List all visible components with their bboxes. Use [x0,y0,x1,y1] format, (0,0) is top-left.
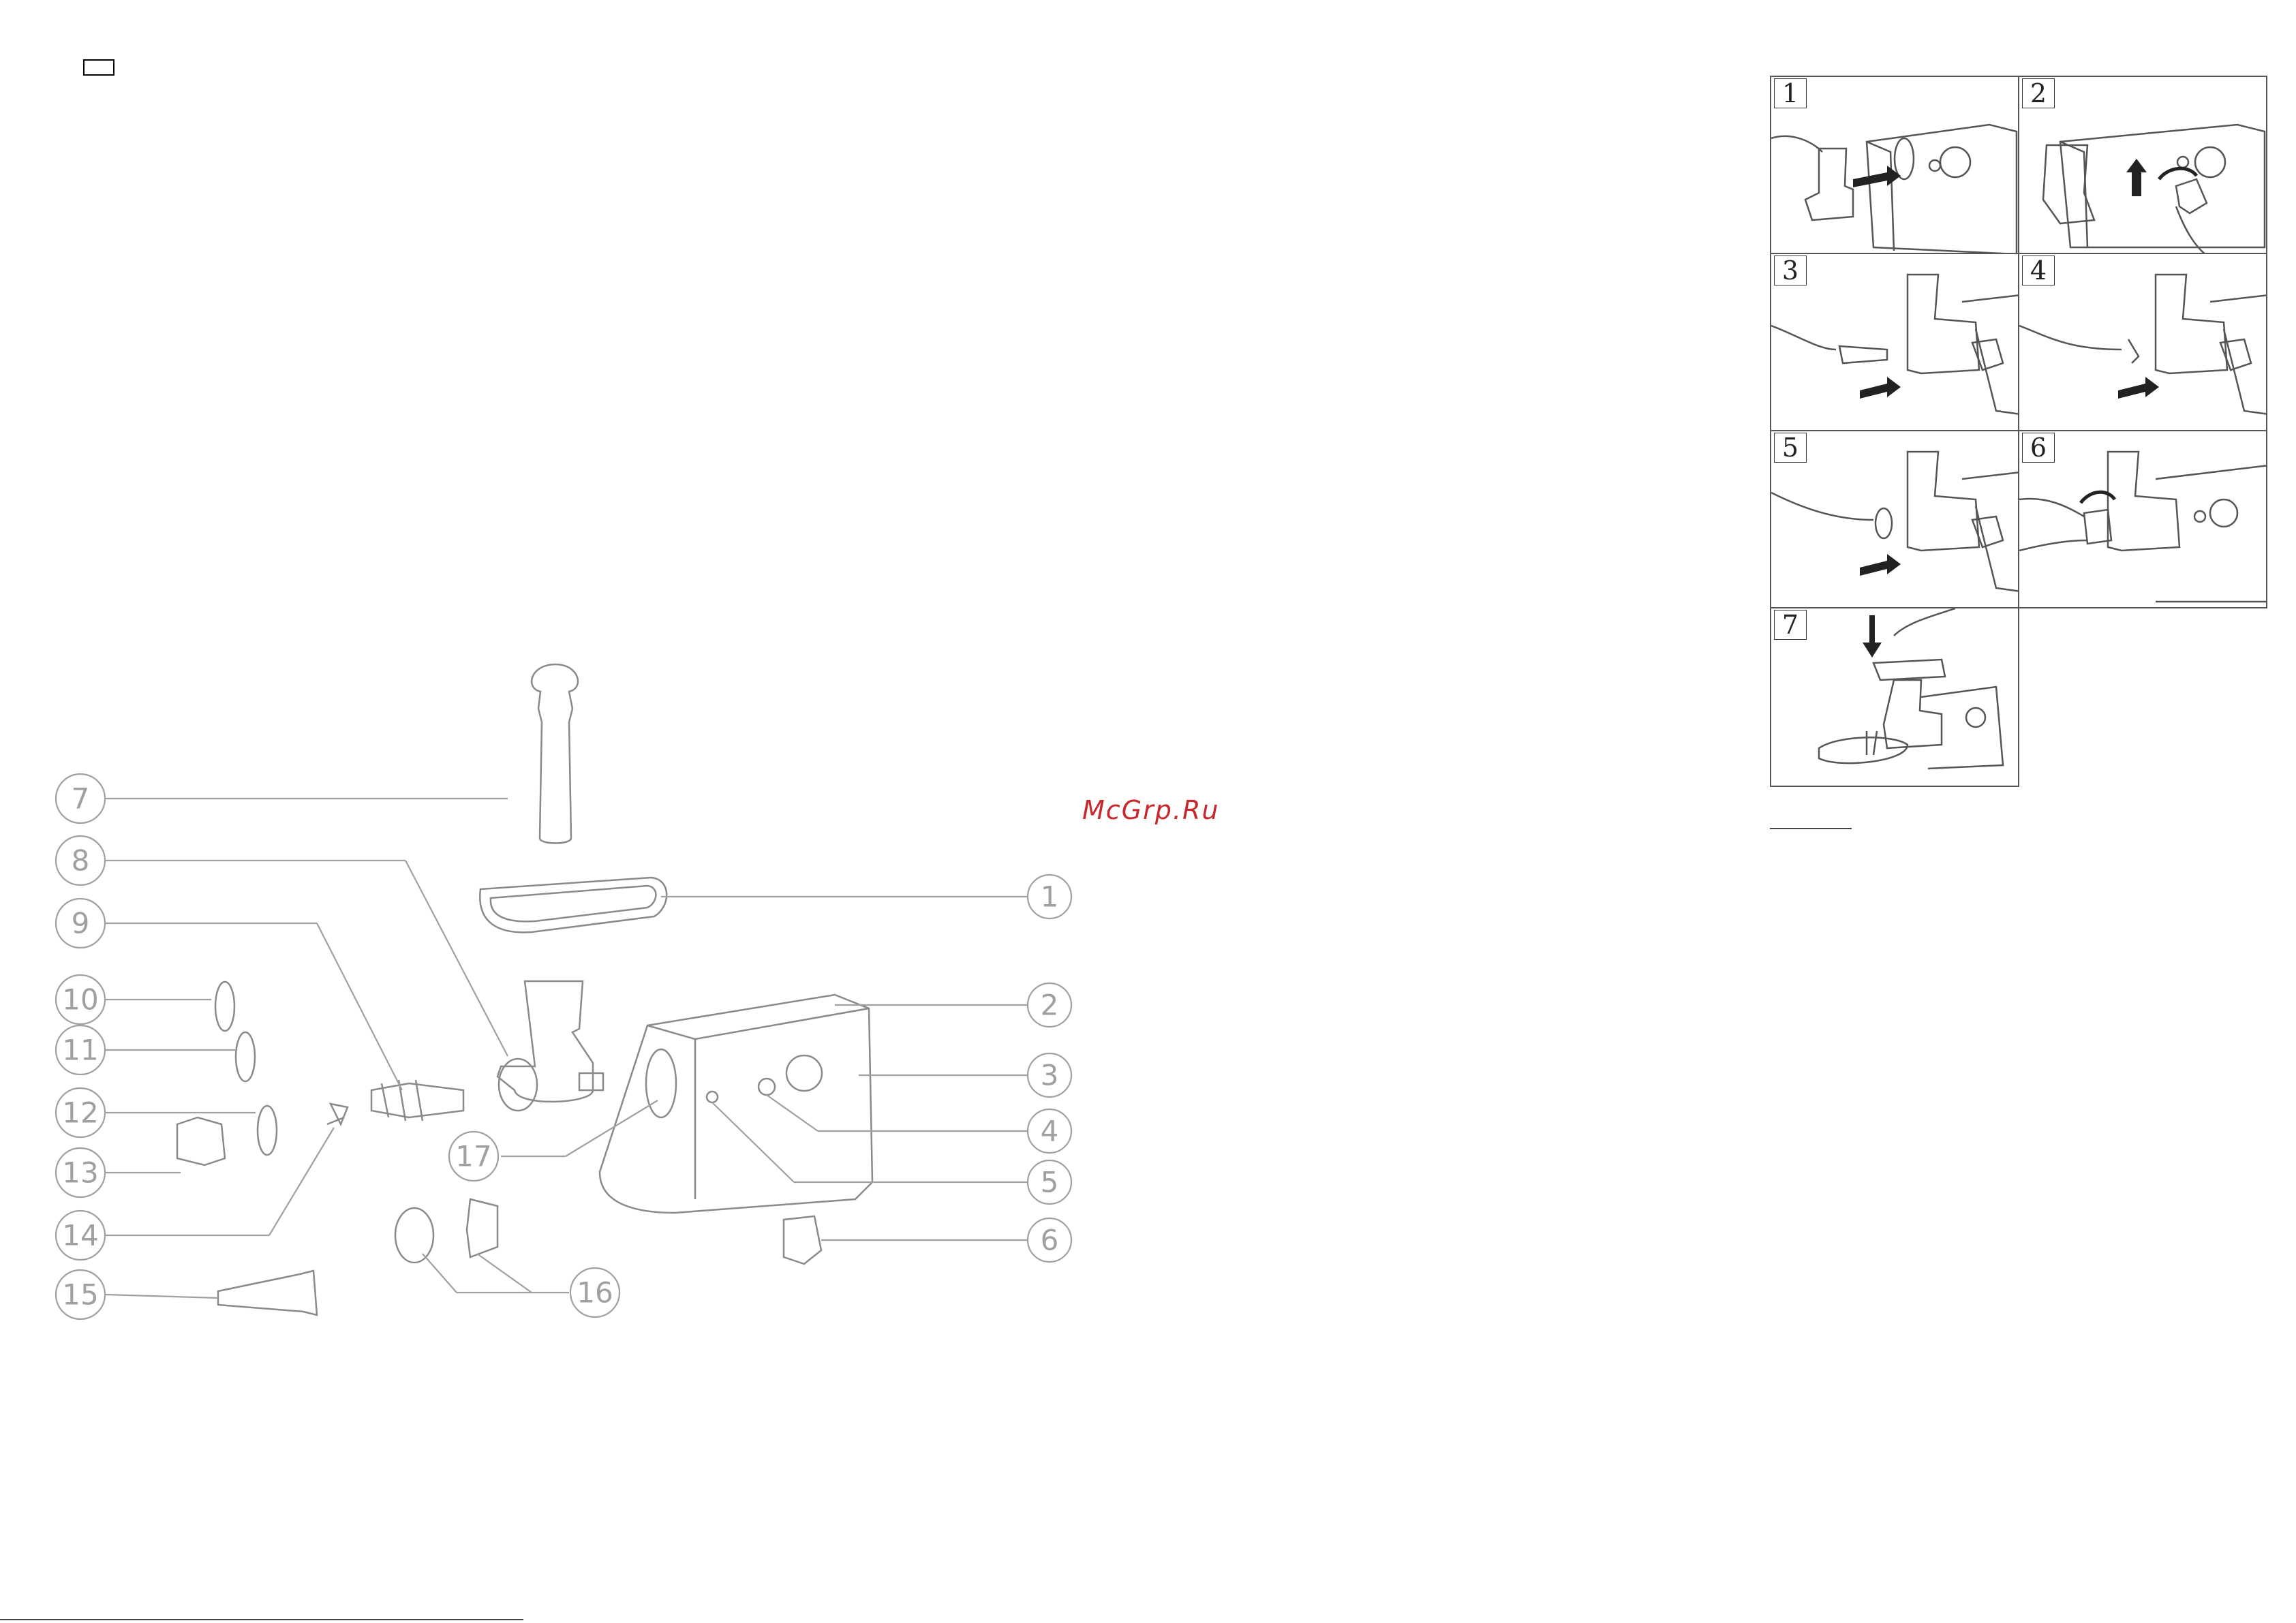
step-panel-7: 7 [1770,607,2019,787]
watermark-text: McGrp.Ru [1082,795,1219,825]
step-illustration [1771,431,2019,608]
ring-nut [177,1117,225,1165]
arrow-icon [2118,377,2159,399]
step-illustration [1771,77,2019,254]
step-number: 2 [2022,78,2055,108]
step-panel-3: 3 [1770,253,2019,431]
callout-1: 1 [1041,880,1059,914]
footnote-rule [0,1619,523,1620]
callout-7: 7 [72,782,90,816]
callout-11: 11 [62,1034,98,1067]
callout-4: 4 [1041,1115,1059,1148]
step-illustration [1771,254,2019,431]
callout-5: 5 [1041,1166,1059,1199]
callout-17: 17 [455,1140,491,1173]
step-number: 4 [2022,256,2055,285]
callout-8: 8 [72,844,90,878]
plate-fine [215,982,234,1031]
step-panel-6: 6 [2018,430,2267,608]
divider-line [1770,828,1852,829]
step-number: 3 [1774,256,1807,285]
callout-13: 13 [62,1156,98,1190]
food-pusher [532,664,578,844]
sausage-nozzle [218,1271,317,1315]
assembly-steps-grid: 1 2 3 [1770,76,2267,788]
cutting-blade [327,1104,348,1124]
plate-medium [236,1032,255,1081]
callout-12: 12 [62,1096,98,1130]
callout-6: 6 [1041,1224,1059,1257]
step-illustration [1771,608,2019,787]
callout-2: 2 [1041,989,1059,1022]
fixing-knob [784,1216,821,1264]
arrow-icon [1860,554,1901,576]
arrow-icon [1860,377,1901,399]
callout-14: 14 [62,1219,98,1252]
step-number: 1 [1774,78,1807,108]
step-number: 6 [2022,433,2055,463]
arrow-icon [1863,615,1882,658]
step-panel-2: 2 [2018,76,2267,254]
kubbe-ring [395,1208,433,1263]
callout-3: 3 [1041,1059,1059,1092]
step-illustration [2019,431,2267,608]
plate-coarse [258,1106,277,1155]
step-panel-1: 1 [1770,76,2019,254]
step-illustration [2019,77,2267,254]
step-number: 7 [1774,610,1807,640]
step-panel-4: 4 [2018,253,2267,431]
rotate-arrow-icon [2159,168,2196,179]
callout-9: 9 [72,907,90,940]
arrow-icon [1853,166,1901,187]
callout-15: 15 [62,1278,98,1312]
motor-housing [600,995,872,1213]
rotate-arrow-icon [2081,492,2115,503]
step-illustration [2019,254,2267,431]
callout-10: 10 [62,983,98,1017]
step-number: 5 [1774,433,1807,463]
kubbe-cone [467,1199,498,1257]
callout-16: 16 [577,1276,613,1310]
arrow-icon [2126,159,2147,196]
step-panel-5: 5 [1770,430,2019,608]
